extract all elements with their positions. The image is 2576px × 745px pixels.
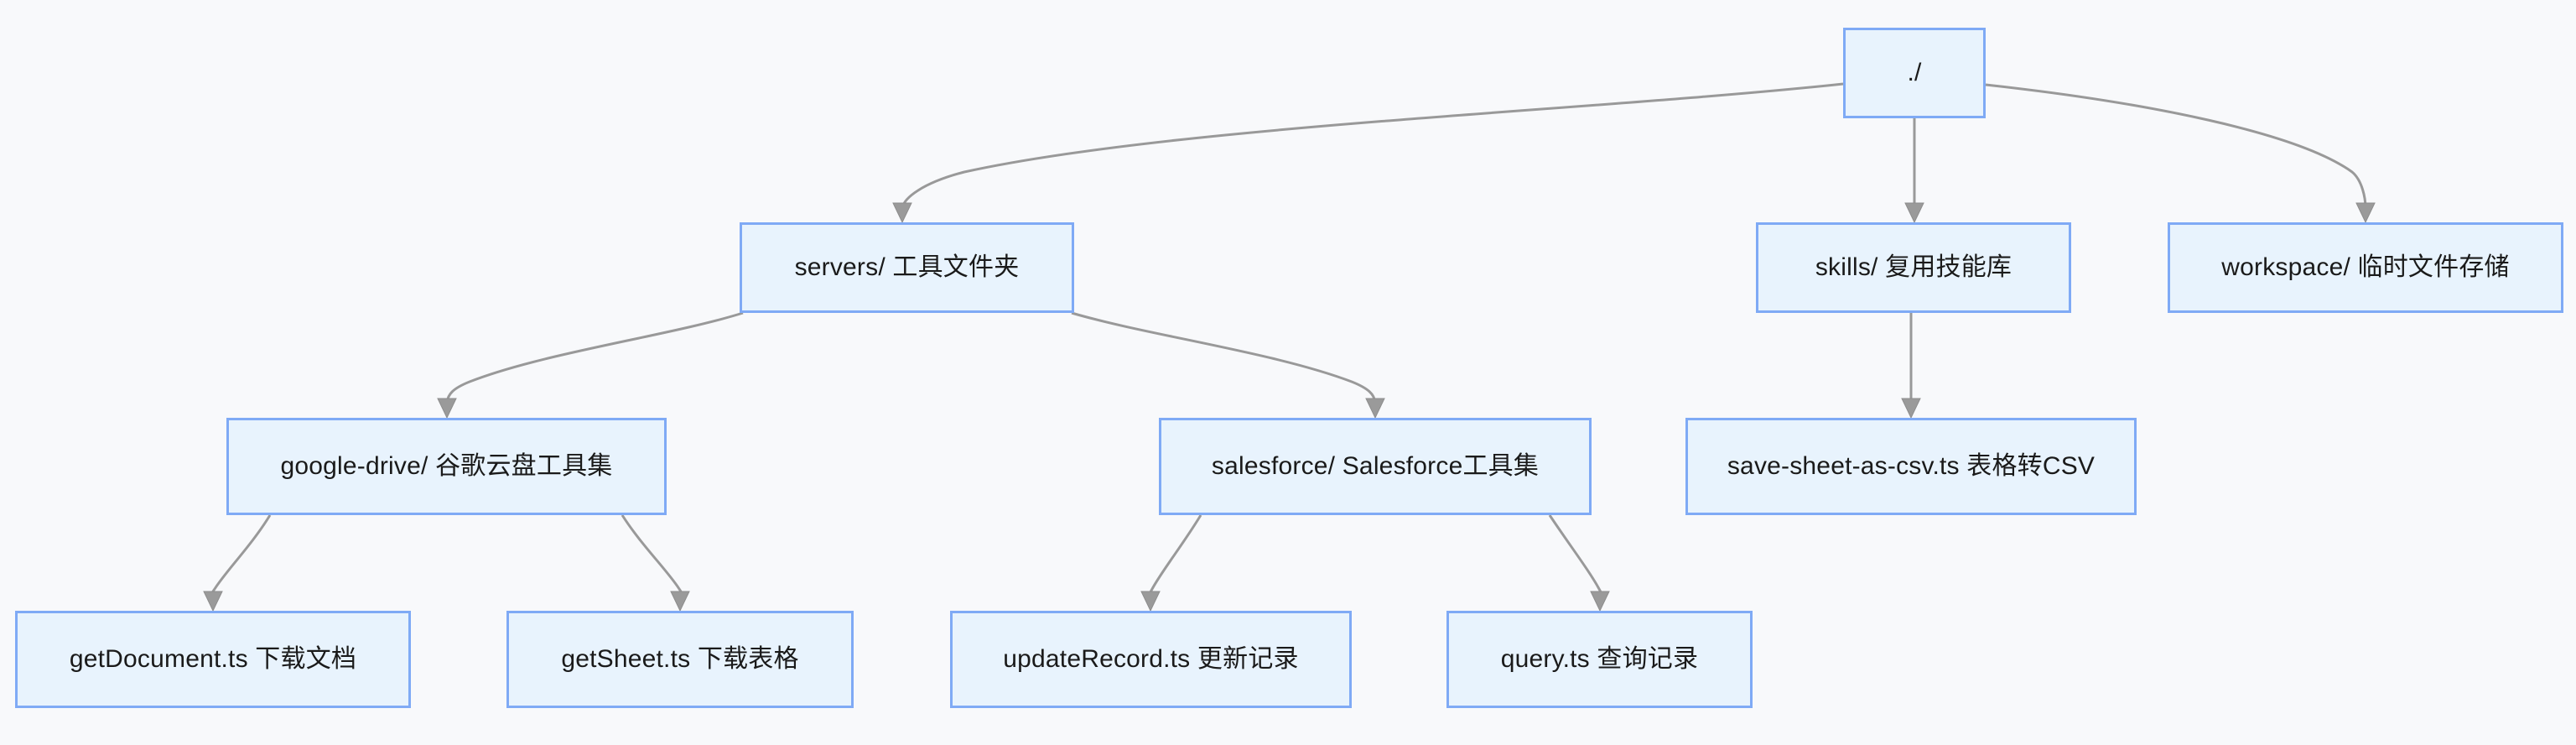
node-label-salesforce: salesforce/ Salesforce工具集 (1211, 452, 1540, 480)
arrowhead-skills (1904, 202, 1924, 224)
node-google-drive[interactable]: google-drive/ 谷歌云盘工具集 (226, 418, 667, 515)
edge-salesforce-to-updateRecord (1149, 514, 1202, 597)
node-label-workspace: workspace/ 临时文件存储 (2221, 253, 2510, 281)
edge-servers-to-google-drive (445, 311, 744, 404)
arrowhead-getSheet (670, 591, 690, 612)
arrowhead-query (1590, 591, 1610, 612)
edge-root-to-servers (901, 82, 1844, 209)
node-label-query: query.ts 查询记录 (1500, 645, 1699, 673)
node-salesforce[interactable]: salesforce/ Salesforce工具集 (1159, 418, 1592, 515)
node-getDocument[interactable]: getDocument.ts 下载文档 (15, 611, 411, 708)
arrowhead-getDocument (203, 591, 223, 612)
node-root[interactable]: ./ (1843, 28, 1986, 118)
node-save-sheet-as-csv[interactable]: save-sheet-as-csv.ts 表格转CSV (1685, 418, 2137, 515)
arrowhead-workspace (2355, 202, 2376, 224)
node-getSheet[interactable]: getSheet.ts 下载表格 (506, 611, 854, 708)
arrowhead-updateRecord (1140, 591, 1161, 612)
node-query[interactable]: query.ts 查询记录 (1446, 611, 1753, 708)
edge-servers-to-salesforce (1071, 311, 1377, 404)
node-label-root: ./ (1907, 59, 1922, 86)
node-label-save-sheet-as-csv: save-sheet-as-csv.ts 表格转CSV (1727, 452, 2096, 480)
arrowhead-save-sheet-as-csv (1901, 398, 1921, 419)
node-skills[interactable]: skills/ 复用技能库 (1756, 222, 2071, 313)
node-label-skills: skills/ 复用技能库 (1815, 253, 2012, 281)
node-updateRecord[interactable]: updateRecord.ts 更新记录 (950, 611, 1352, 708)
edge-google-drive-to-getDocument (210, 514, 272, 597)
arrowhead-google-drive (437, 398, 457, 419)
node-label-getSheet: getSheet.ts 下载表格 (561, 645, 799, 673)
node-label-getDocument: getDocument.ts 下载文档 (69, 645, 357, 673)
edge-root-to-workspace (1985, 83, 2367, 209)
node-label-servers: servers/ 工具文件夹 (794, 253, 1020, 281)
node-servers[interactable]: servers/ 工具文件夹 (740, 222, 1074, 313)
edge-salesforce-to-query (1548, 514, 1602, 597)
node-workspace[interactable]: workspace/ 临时文件存储 (2168, 222, 2563, 313)
edge-google-drive-to-getSheet (621, 514, 683, 597)
node-label-updateRecord: updateRecord.ts 更新记录 (1003, 645, 1299, 673)
node-label-google-drive: google-drive/ 谷歌云盘工具集 (280, 452, 613, 480)
arrowhead-salesforce (1365, 398, 1385, 419)
arrowhead-servers (892, 202, 912, 224)
